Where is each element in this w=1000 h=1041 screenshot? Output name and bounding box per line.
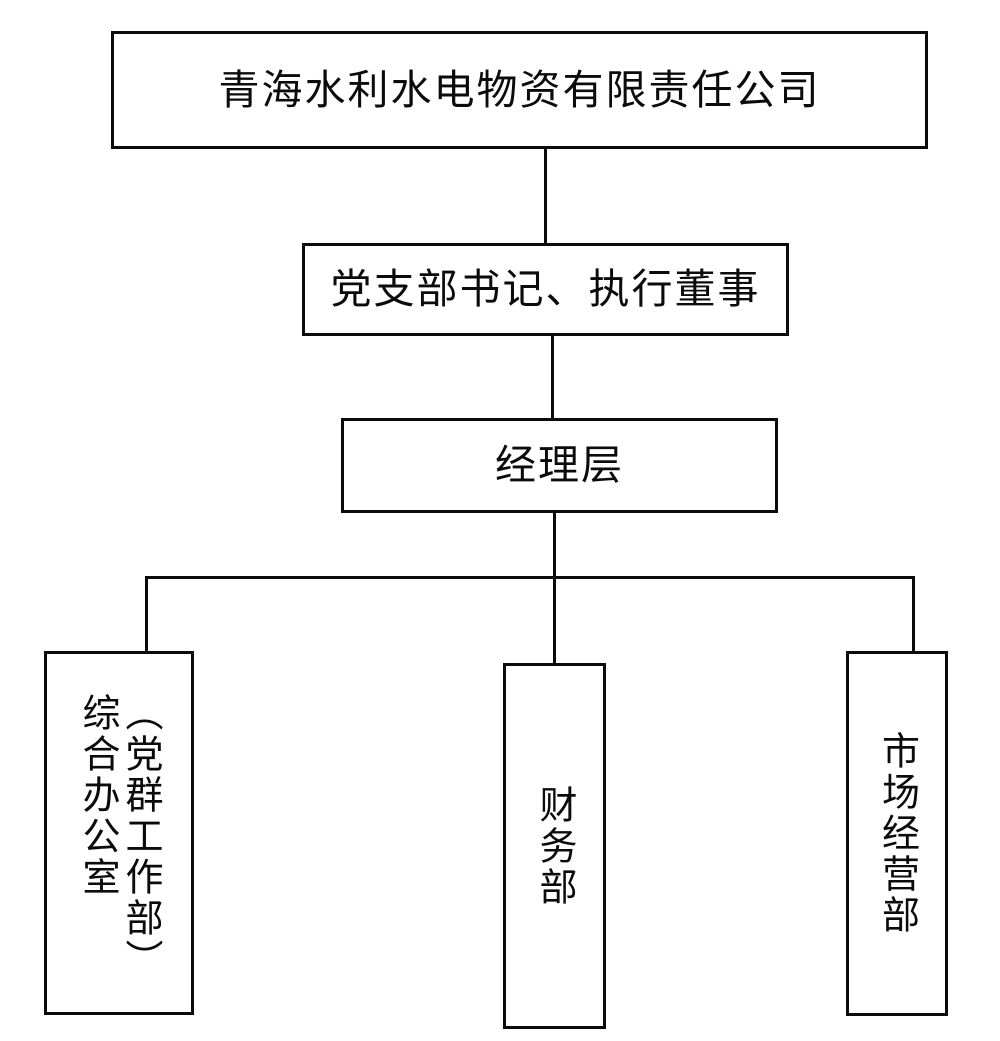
node-company-label: 青海水利水电物资有限责任公司 — [218, 65, 821, 114]
connector-company-to-secretary — [544, 148, 547, 244]
node-finance-department-label: 财务部 — [533, 784, 578, 908]
node-general-office[interactable]: （党群工作部） 综合办公室 — [44, 651, 194, 1015]
connector-bus-to-market — [912, 576, 915, 653]
node-company[interactable]: 青海水利水电物资有限责任公司 — [111, 31, 928, 149]
connector-bus-to-finance — [553, 576, 556, 665]
node-management-layer-label: 经理层 — [495, 441, 624, 489]
node-finance-department[interactable]: 财务部 — [503, 663, 606, 1029]
node-party-secretary-executive-director-label: 党支部书记、执行董事 — [330, 265, 761, 313]
node-market-operations-department-label: 市场经营部 — [875, 731, 920, 936]
node-finance-department-columns: 财务部 — [533, 784, 578, 908]
connector-bus-to-office — [145, 576, 148, 653]
node-general-office-label-main: 综合办公室 — [76, 692, 120, 898]
node-market-operations-department[interactable]: 市场经营部 — [846, 651, 948, 1016]
connector-secretary-to-manager — [551, 335, 554, 419]
node-general-office-columns: （党群工作部） 综合办公室 — [76, 687, 164, 980]
node-party-secretary-executive-director[interactable]: 党支部书记、执行董事 — [302, 243, 789, 336]
connector-horizontal-bus — [145, 576, 915, 579]
node-general-office-label-paren: （党群工作部） — [119, 692, 164, 980]
connector-manager-to-bus — [553, 512, 556, 578]
node-market-operations-department-columns: 市场经营部 — [875, 731, 920, 936]
node-management-layer[interactable]: 经理层 — [341, 418, 778, 513]
